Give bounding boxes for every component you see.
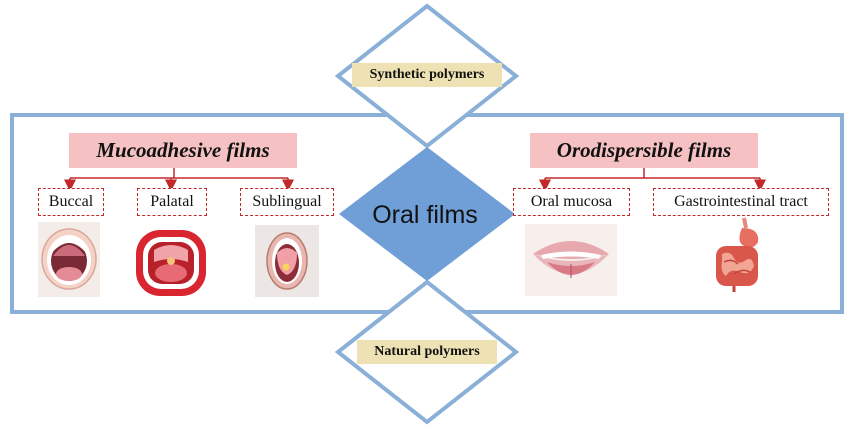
buccal-box: Buccal <box>38 188 104 216</box>
left-connectors <box>64 168 294 192</box>
oral-films-label: Oral films <box>372 200 478 229</box>
palatal-mouth-illustration <box>136 230 206 296</box>
orodispersible-films-header: Orodispersible films <box>530 133 758 168</box>
buccal-mouth-illustration <box>38 222 100 297</box>
oral-mucosa-box: Oral mucosa <box>513 188 630 216</box>
synthetic-polymers-label: Synthetic polymers <box>352 63 502 87</box>
natural-polymers-label: Natural polymers <box>357 340 497 364</box>
sublingual-illustration <box>255 225 319 297</box>
oral-mucosa-illustration <box>525 224 617 296</box>
palatal-box: Palatal <box>137 188 207 216</box>
gastrointestinal-tract-box: Gastrointestinal tract <box>653 188 829 216</box>
mucoadhesive-films-header: Mucoadhesive films <box>69 133 297 168</box>
sublingual-box: Sublingual <box>240 188 334 216</box>
right-connectors <box>539 168 766 192</box>
center-diamond <box>339 147 515 281</box>
gastrointestinal-tract-illustration <box>716 217 759 292</box>
